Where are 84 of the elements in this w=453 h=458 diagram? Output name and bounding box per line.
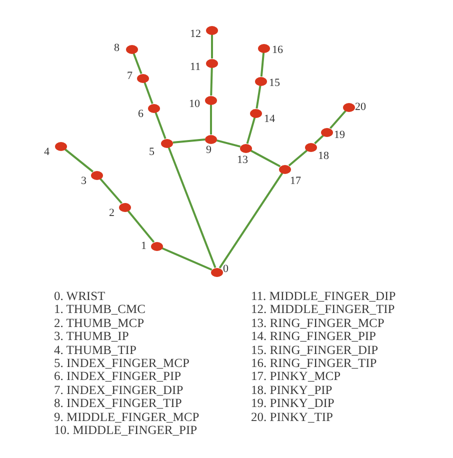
landmark-dot — [279, 164, 291, 174]
bone-line — [256, 85, 262, 109]
landmark-number: 20 — [355, 101, 366, 113]
bone-line — [210, 67, 213, 96]
landmark-dot — [211, 268, 223, 276]
landmark-dot — [126, 44, 138, 54]
legend-entry: 15. RING_FINGER_DIP — [251, 344, 378, 357]
landmark-dot — [205, 96, 217, 104]
legend-entry: 12. MIDDLE_FINGER_TIP — [251, 303, 395, 317]
legend-entry: 11. MIDDLE_FINGER_DIP — [251, 290, 396, 304]
landmark-dot — [55, 142, 67, 150]
bone-line — [330, 110, 346, 129]
legend-entry: 14. RING_FINGER_PIP — [251, 330, 376, 344]
landmark-number: 3 — [81, 175, 86, 187]
legend-entry: 13. RING_FINGER_MCP — [251, 316, 384, 330]
legend-entry: 20. PINKY_TIP — [251, 410, 333, 424]
bone-line — [250, 150, 281, 168]
bone-line — [168, 146, 216, 268]
bone-line — [100, 178, 122, 204]
landmark-dot — [91, 170, 103, 180]
landmark-dot — [258, 44, 270, 52]
landmark-number: 0 — [223, 263, 228, 275]
landmark-dot — [161, 138, 173, 148]
bone-line — [218, 172, 284, 269]
landmark-dot — [137, 74, 149, 82]
bone-line — [162, 247, 212, 271]
landmark-number: 7 — [127, 70, 132, 82]
landmark-number: 17 — [290, 175, 301, 187]
bone-line — [172, 138, 206, 144]
legend-entry: 17. PINKY_MCP — [251, 370, 341, 384]
landmark-number: 5 — [149, 146, 154, 158]
landmark-number: 2 — [109, 207, 114, 219]
legend-entry: 18. PINKY_PIP — [251, 384, 332, 398]
landmark-dot — [205, 134, 217, 144]
legend-entry: 0. WRIST — [54, 290, 106, 304]
landmark-dot — [206, 58, 218, 68]
landmark-number: 1 — [141, 240, 146, 252]
landmark-dot — [250, 108, 262, 118]
landmark-dot — [151, 242, 163, 250]
bone-line — [211, 34, 213, 58]
landmark-number: 11 — [190, 61, 201, 73]
legend-entry: 6. INDEX_FINGER_PIP — [54, 370, 182, 384]
landmark-number: 4 — [44, 146, 50, 158]
landmark-number: 16 — [272, 44, 283, 56]
landmark-dot — [321, 128, 333, 136]
landmark-dot — [148, 104, 160, 112]
landmark-number: 19 — [334, 129, 345, 141]
bone-line — [260, 52, 265, 77]
bone-line — [127, 210, 155, 243]
legend-entry: 10. MIDDLE_FINGER_PIP — [54, 424, 198, 438]
legend-entry: 1. THUMB_CMC — [54, 303, 146, 317]
landmark-dot — [240, 144, 252, 152]
bone-line — [314, 134, 324, 144]
landmark-dot — [343, 102, 355, 112]
legend-entry: 8. INDEX_FINGER_TIP — [54, 397, 182, 411]
legend-entry: 2. THUMB_MCP — [54, 316, 144, 330]
legend-entry: 16. RING_FINGER_TIP — [251, 357, 377, 370]
bone-line — [246, 117, 256, 144]
landmark-number: 9 — [206, 144, 212, 156]
landmark-number: 12 — [190, 28, 201, 40]
landmark-dot — [119, 202, 131, 212]
landmark-number: 8 — [114, 42, 120, 54]
bone-line — [144, 82, 154, 104]
legend-entry: 3. THUMB_IP — [54, 330, 129, 344]
landmark-dot — [305, 142, 317, 152]
landmark-number: 6 — [138, 108, 144, 120]
landmark-number: 14 — [264, 113, 275, 125]
legend-entry: 4. THUMB_TIP — [54, 344, 136, 357]
legend-entry: 19. PINKY_DIP — [251, 397, 334, 411]
bone-line — [64, 148, 94, 172]
legend-entry: 9. MIDDLE_FINGER_MCP — [54, 410, 200, 424]
landmark-number: 15 — [269, 77, 280, 89]
legend-entry: 7. INDEX_FINGER_DIP — [54, 384, 184, 398]
landmark-number: 18 — [318, 150, 329, 162]
landmark-number: 10 — [189, 98, 200, 110]
bone-line — [210, 104, 212, 134]
landmark-dot — [255, 76, 267, 86]
bone-line — [288, 150, 308, 166]
bone-line — [154, 112, 166, 140]
bone-line — [132, 52, 142, 74]
landmark-dot — [206, 26, 218, 34]
bone-line — [216, 140, 241, 148]
legend-entry: 5. INDEX_FINGER_MCP — [54, 357, 190, 370]
landmark-number: 13 — [237, 154, 248, 166]
